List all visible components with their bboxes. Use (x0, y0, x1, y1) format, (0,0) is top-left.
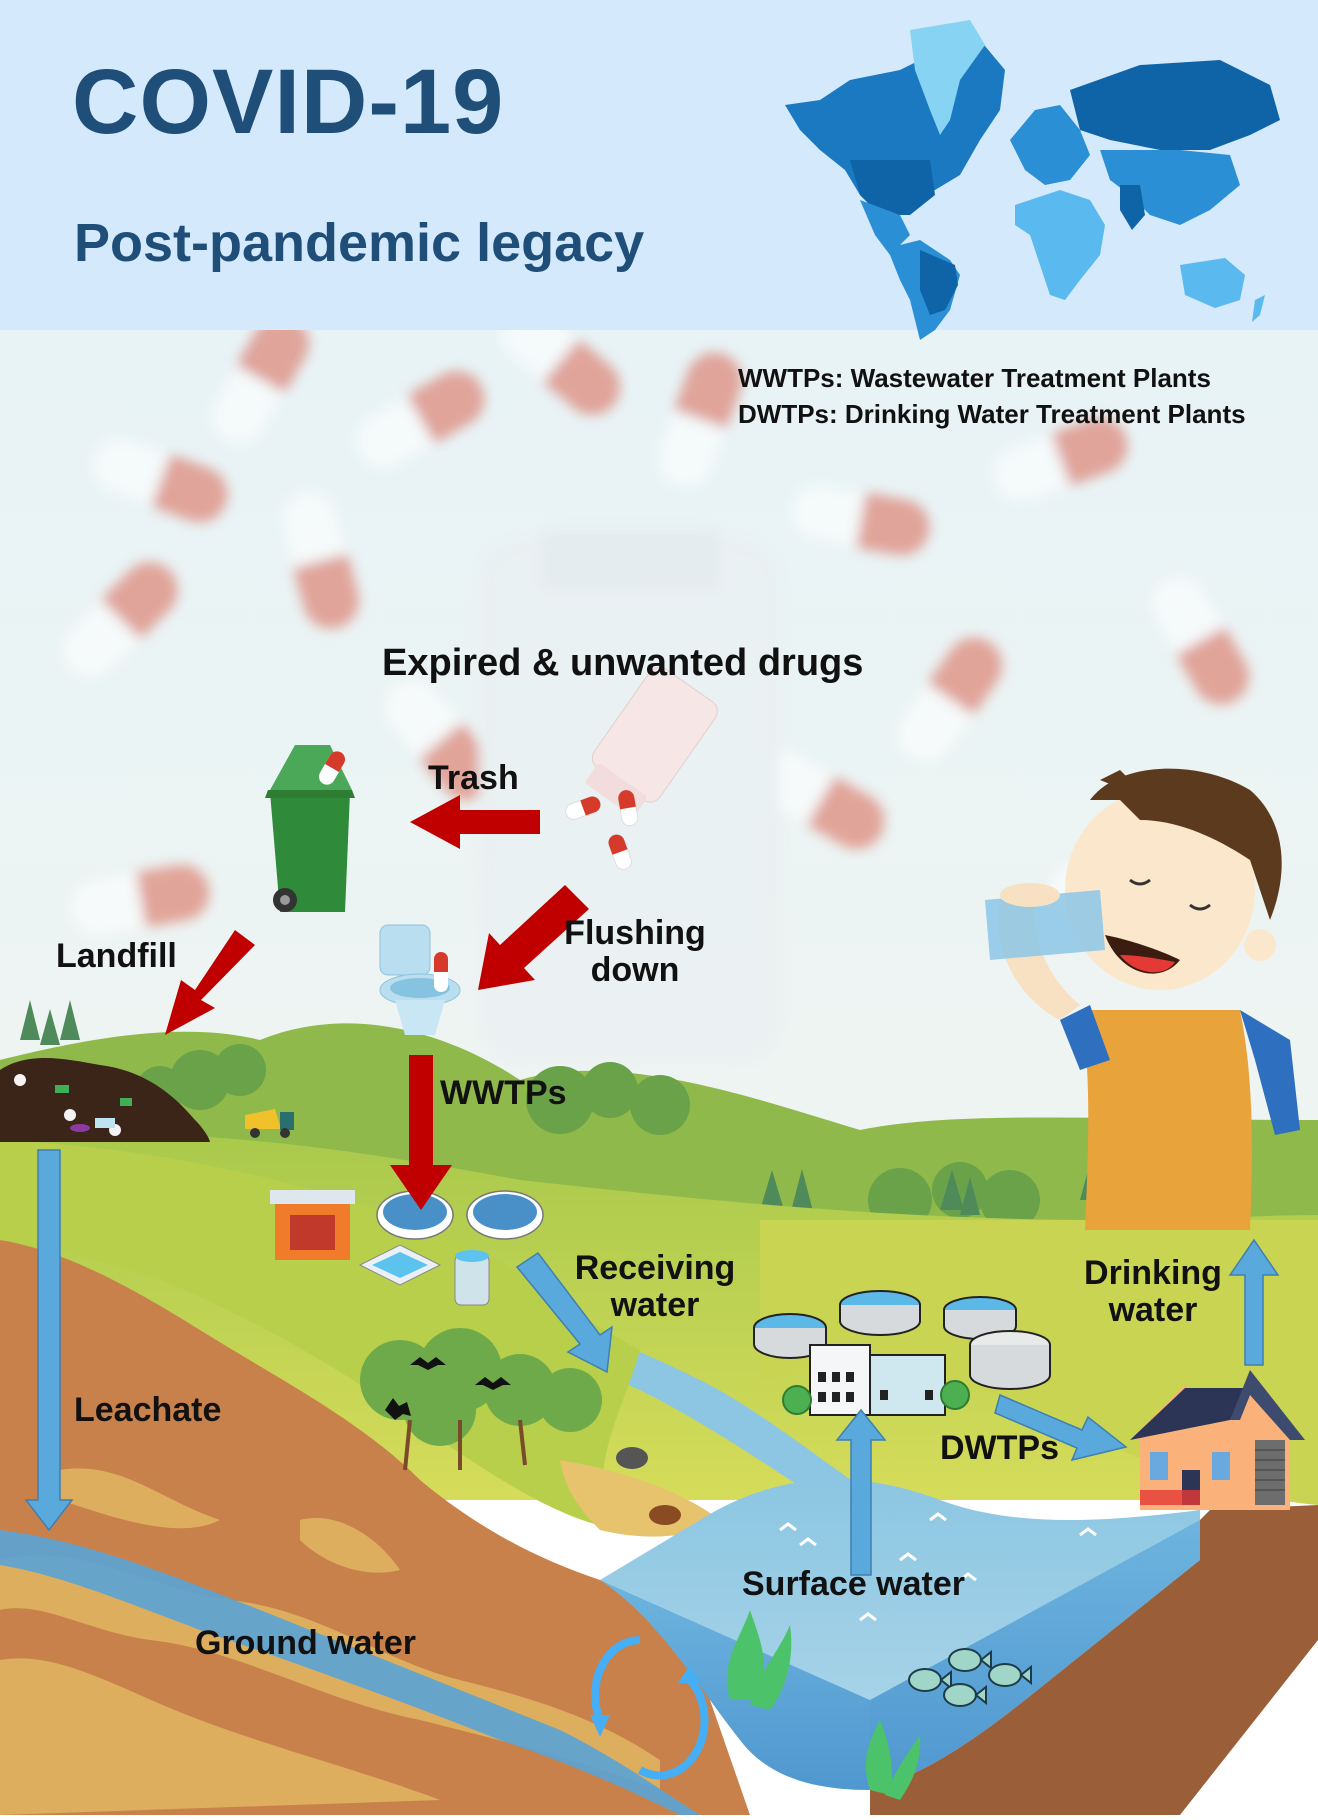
bat-icon (385, 1357, 511, 1420)
exchange-cycle-icon (591, 1636, 709, 1780)
drinking-water-treatment-plant-icon (753, 1290, 1051, 1416)
capsule-icon (355, 371, 485, 469)
soil-section (0, 1240, 750, 1815)
capsule-icon (617, 789, 639, 827)
landfill-pile (0, 1058, 210, 1142)
capsule-icon (790, 484, 930, 556)
wastewater-treatment-plant-icon (270, 1190, 544, 1306)
house-icon (1130, 1370, 1305, 1510)
tree-trunks (403, 1419, 527, 1471)
label-receiving-line1: Receiving (574, 1249, 736, 1287)
arrow-receiving-water (515, 1251, 613, 1374)
civet-icon (649, 1505, 681, 1525)
arrow-landfill (165, 930, 255, 1035)
label-expired-drugs: Expired & unwanted drugs (382, 642, 864, 684)
label-flushing-down: Flushing down (555, 914, 715, 990)
boy-drinking-water-icon (985, 768, 1300, 1230)
label-trash: Trash (428, 759, 519, 797)
legend-line-dwtps: DWTPs: Drinking Water Treatment Plants (738, 399, 1246, 429)
arrow-trash (410, 795, 540, 849)
label-receiving-water: Receiving water (560, 1249, 750, 1325)
right-soil-section (870, 1505, 1318, 1815)
capsule-icon (755, 751, 885, 849)
capsule-icon (897, 637, 1003, 763)
trash-bin-icon (265, 745, 355, 912)
dump-truck-icon (245, 1109, 294, 1138)
label-drinking-line1: Drinking (1084, 1254, 1222, 1292)
ground-water-flow (0, 1530, 700, 1815)
label-dwtps: DWTPs (940, 1429, 1059, 1467)
capsule-icon (385, 679, 495, 801)
toilet-icon (379, 924, 461, 1035)
capsule-icon (211, 315, 309, 445)
arrow-surface-to-dwtp (835, 1408, 887, 1576)
arrow-leachate (24, 1149, 74, 1532)
page-subtitle: Post-pandemic legacy (74, 213, 645, 273)
red-arrows (165, 795, 589, 1210)
arrow-flushing (478, 885, 589, 990)
capsule-icon (657, 352, 743, 488)
page-title: COVID-19 (72, 51, 505, 153)
blue-arrows (24, 1149, 1280, 1576)
abbreviation-legend: WWTPs: Wastewater Treatment Plants DWTPs… (738, 360, 1246, 432)
header-band (0, 0, 1318, 330)
arrow-wwtps (390, 1055, 452, 1210)
water-side-face (870, 1520, 1200, 1790)
capsule-icon (992, 417, 1128, 503)
capsule-icon (1151, 575, 1249, 705)
capsule-icon (565, 796, 601, 820)
exchange-arrowhead (590, 1715, 610, 1737)
capsule-icon (62, 562, 178, 678)
arrow-drinking-water (1228, 1238, 1280, 1366)
capsule-icon (281, 491, 359, 629)
label-flushing-line1: Flushing (564, 914, 706, 952)
label-drinking-line2: water (1108, 1291, 1198, 1330)
left-bank (0, 1140, 640, 1530)
capsule-icon (608, 834, 632, 870)
capsule-icon (499, 305, 621, 415)
water-waves (779, 1502, 1097, 1622)
fish-icon (908, 1648, 1032, 1707)
water-glass-icon (985, 890, 1105, 960)
label-surface-water: Surface water (742, 1565, 965, 1603)
exchange-arrowhead (678, 1665, 700, 1683)
seaweed-icon (727, 1610, 921, 1800)
legend-line-wwtps: WWTPs: Wastewater Treatment Plants (738, 363, 1211, 393)
label-ground-water: Ground water (195, 1624, 417, 1662)
label-landfill: Landfill (56, 937, 177, 975)
capsule-icon (70, 864, 210, 936)
world-map-icon (785, 20, 1280, 340)
arrow-dwtp-to-house (994, 1393, 1128, 1462)
label-flushing-line2: down (590, 951, 680, 990)
label-wwtps: WWTPs (440, 1074, 567, 1112)
pangolin-icon (616, 1447, 648, 1469)
label-drinking-water: Drinking water (1068, 1254, 1238, 1330)
label-receiving-line2: water (610, 1286, 700, 1325)
capsule-icon (92, 437, 228, 523)
label-leachate: Leachate (74, 1391, 222, 1429)
